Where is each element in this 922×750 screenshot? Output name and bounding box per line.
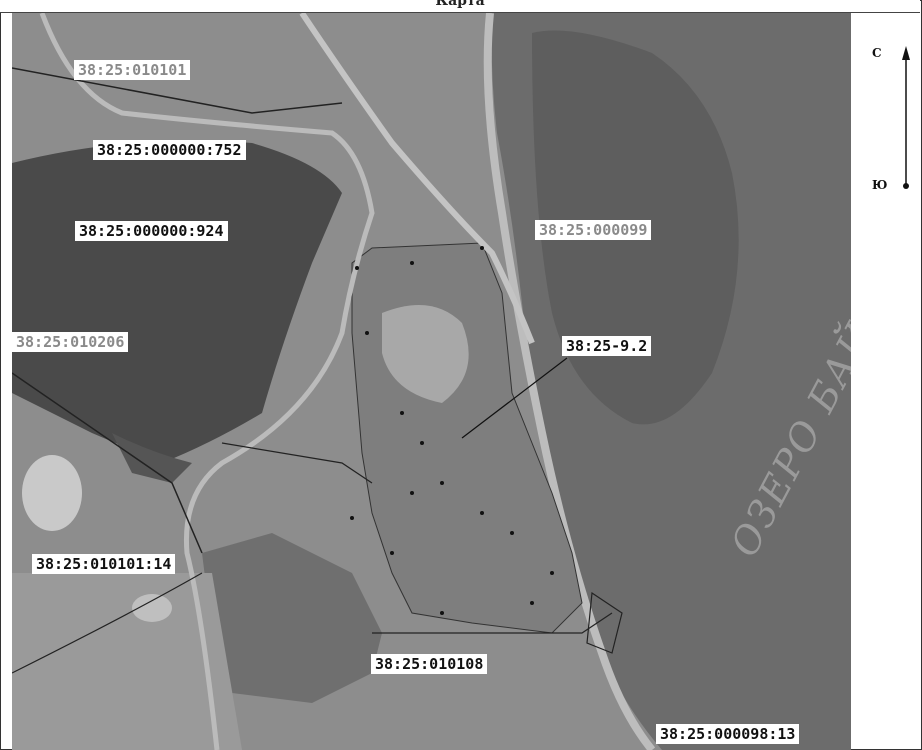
south-label: Ю xyxy=(872,178,888,192)
settlement-west xyxy=(12,573,242,750)
parcel-label[interactable]: 38:25-9.2 xyxy=(562,336,652,356)
boundary-line xyxy=(586,591,623,654)
parcel-label[interactable]: 38:25:000099 xyxy=(535,220,652,240)
cloud xyxy=(22,455,82,531)
boundary-line xyxy=(372,612,613,634)
satellite-map[interactable]: ОЗЕРО БАЙКАЛ 38:25:010101 38:25:000000:7… xyxy=(12,13,851,750)
parcel-label[interactable]: 38:25:000098:13 xyxy=(656,724,800,744)
forest-patch xyxy=(112,433,192,483)
compass-arrow-icon xyxy=(902,46,910,189)
map-title: Карта xyxy=(435,0,485,9)
road-east xyxy=(299,13,535,345)
cloud xyxy=(132,594,172,622)
parcel-label[interactable]: 38:25:010101:14 xyxy=(32,554,176,574)
map-graphics xyxy=(12,13,851,750)
boundary-line xyxy=(12,67,343,114)
survey-points xyxy=(350,246,554,615)
parcel-label[interactable]: 38:25:010206 xyxy=(12,332,129,352)
north-label: С xyxy=(872,46,882,60)
north-arrow: С Ю xyxy=(870,40,922,200)
parcel-label[interactable]: 38:25:000000:924 xyxy=(75,221,228,241)
marsh-light-patch xyxy=(382,305,469,403)
settlement-area xyxy=(202,533,382,703)
shoreline xyxy=(483,13,656,750)
boundary-line xyxy=(221,442,373,484)
leader-line xyxy=(461,357,568,439)
boundary-line xyxy=(12,372,203,554)
parcel-label[interactable]: 38:25:010101 xyxy=(74,60,191,80)
boundary-line xyxy=(12,572,203,674)
parcel-label[interactable]: 38:25:010108 xyxy=(371,654,488,674)
title-band: Карта xyxy=(0,0,920,13)
road-main xyxy=(39,13,375,750)
parcel-label[interactable]: 38:25:000000:752 xyxy=(93,140,246,160)
